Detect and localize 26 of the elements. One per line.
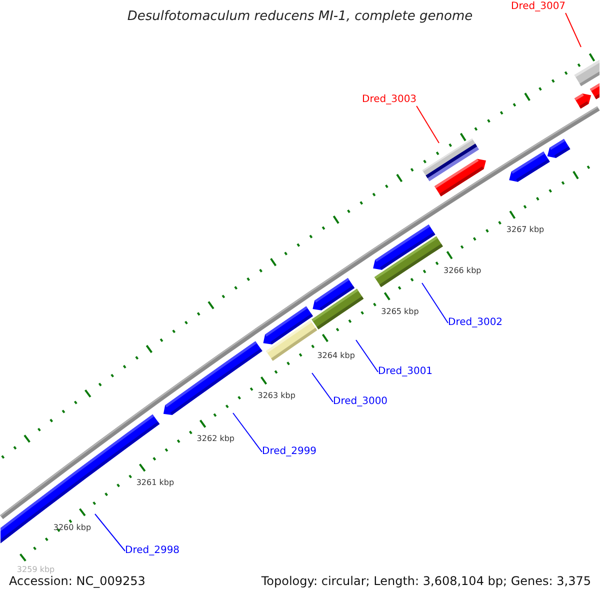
position-label: 3265 kbp — [381, 306, 419, 316]
leader-line — [356, 340, 378, 372]
position-label: 3260 kbp — [53, 522, 92, 532]
title: Desulfotomaculum reducens MI-1, complete genome — [127, 9, 473, 25]
leader-line — [232, 412, 262, 452]
genome-info-text: Topology: circular; Length: 3,608,104 bp; Genes: 3,375 — [261, 574, 591, 588]
gene-label: Dred_2999 — [262, 446, 317, 458]
leader-line — [422, 282, 448, 324]
leader-line — [565, 12, 582, 48]
position-label: 3266 kbp — [444, 266, 482, 275]
gene-label: Dred_3002 — [448, 317, 503, 329]
gene-label: Dred_3007 — [511, 1, 566, 13]
gene-label: Dred_3000 — [333, 396, 388, 408]
leader-line — [416, 106, 440, 144]
gene-label: Dred_3003 — [362, 94, 417, 106]
position-label: 3261 kbp — [136, 478, 174, 488]
position-label: 3259 kbp — [16, 564, 55, 574]
position-label: 3267 kbp — [506, 225, 544, 234]
leader-line — [94, 514, 126, 552]
position-label: 3264 kbp — [317, 350, 355, 360]
position-label: 3263 kbp — [258, 391, 296, 400]
position-label: 3262 kbp — [196, 434, 234, 444]
accession-text: Accession: NC_009253 — [9, 574, 146, 588]
gene-label: Dred_3001 — [378, 366, 433, 378]
gene-label: Dred_2998 — [125, 545, 180, 557]
leader-line — [312, 372, 334, 402]
